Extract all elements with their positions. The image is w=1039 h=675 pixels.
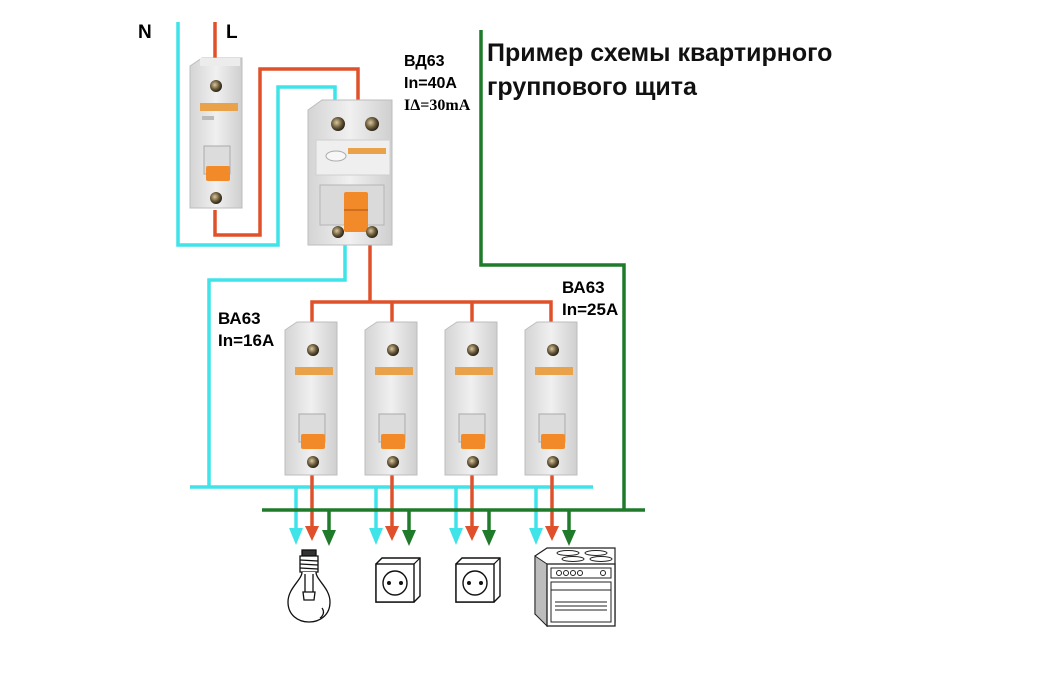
breaker-right-model: ВА63 (562, 278, 605, 297)
screw-icon (547, 456, 559, 468)
test-button (325, 150, 347, 162)
screw-icon (387, 344, 399, 356)
screw-icon (332, 226, 344, 238)
screw-icon (547, 344, 559, 356)
breaker-handle (206, 166, 230, 181)
arrows-socket-2 (449, 526, 496, 546)
title-line-1: Пример схемы квартирного (487, 39, 833, 67)
screw-icon (210, 80, 222, 92)
residual-current-device (307, 99, 393, 246)
load-arrows (289, 526, 576, 546)
arrows-lamp (289, 526, 336, 546)
ground-arrow (482, 530, 496, 546)
group-breaker-2 (364, 321, 418, 476)
ground-input-wire (479, 30, 626, 510)
ground-arrow (322, 530, 336, 546)
screw-icon (331, 117, 345, 131)
power-socket-icon (375, 557, 421, 603)
screw-icon (210, 192, 222, 204)
input-circuit-breaker (189, 57, 243, 209)
breaker-right-rated-current: In=25A (562, 300, 619, 319)
screw-icon (366, 226, 378, 238)
electric-stove-icon (534, 547, 616, 628)
breaker-handle (541, 434, 565, 449)
power-socket-icon (455, 557, 501, 603)
group-breaker-4 (524, 321, 578, 476)
phase-arrow (545, 526, 559, 541)
ground-arrow (402, 530, 416, 546)
neutral-input-wire (176, 22, 337, 247)
phase-arrow (305, 526, 319, 541)
screw-icon (365, 117, 379, 131)
rcd-model: ВД63 (404, 53, 445, 70)
screw-icon (387, 456, 399, 468)
breaker-handle (461, 434, 485, 449)
line-label: L (226, 22, 238, 43)
screw-icon (467, 456, 479, 468)
phase-wires (213, 22, 554, 530)
ground-arrow (562, 530, 576, 546)
neutral-arrow (369, 528, 383, 545)
breaker-handle (381, 434, 405, 449)
breaker-left-model: ВА63 (218, 309, 261, 328)
light-bulb-icon (287, 549, 331, 623)
ground-wires (262, 30, 645, 532)
neutral-rcd-out-wire (207, 245, 347, 487)
rcd-leakage-current: IΔ=30mA (404, 97, 471, 114)
neutral-label: N (138, 22, 152, 43)
neutral-arrow (529, 528, 543, 545)
rcd-handle (344, 192, 368, 232)
arrows-socket-1 (369, 526, 416, 546)
neutral-arrow (449, 528, 463, 545)
breaker-handle (301, 434, 325, 449)
group-breaker-3 (444, 321, 498, 476)
neutral-arrow (289, 528, 303, 545)
arrows-stove (529, 526, 576, 546)
phase-arrow (385, 526, 399, 541)
screw-icon (307, 344, 319, 356)
screw-icon (307, 456, 319, 468)
diagram-title: Пример схемы квартирного группового щита (487, 36, 832, 104)
group-breaker-1 (284, 321, 338, 476)
breaker-left-rated-current: In=16A (218, 331, 275, 350)
rcd-rated-current: In=40A (404, 75, 457, 92)
screw-icon (467, 344, 479, 356)
title-line-2: группового щита (487, 73, 697, 101)
phase-arrow (465, 526, 479, 541)
phase-breaker-to-rcd-wire (213, 67, 360, 237)
phase-distribution-bus (310, 300, 553, 325)
